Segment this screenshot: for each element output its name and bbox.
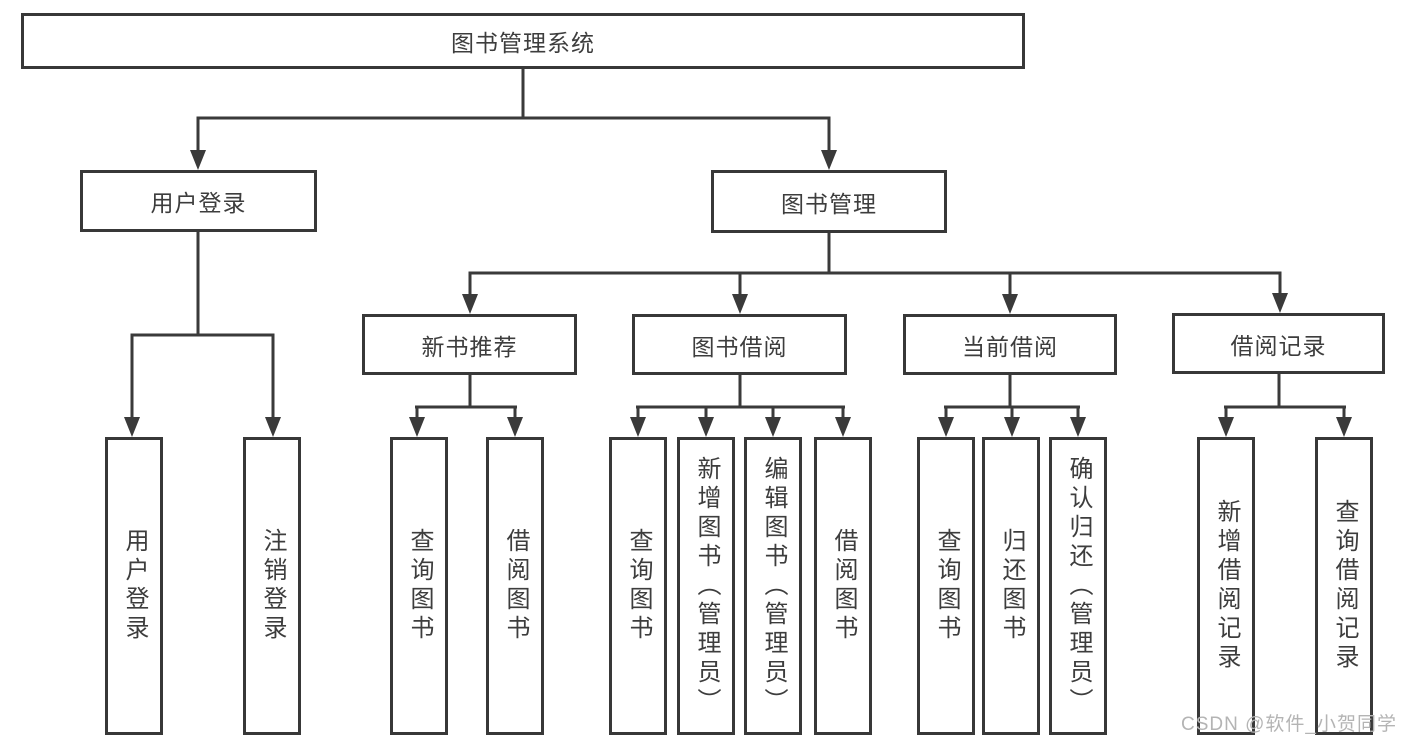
leaf-query-book-borrow: 查询图书 — [609, 437, 667, 735]
node-label: 新增借阅记录 — [1213, 499, 1240, 673]
node-current-borrow: 当前借阅 — [903, 314, 1117, 375]
edge-current-borrow-to-leaves — [938, 375, 1086, 437]
leaf-edit-book-admin: 编辑图书（管理员） — [744, 437, 802, 735]
node-label: 新书推荐 — [421, 333, 518, 360]
node-label: 新增图书（管理员） — [693, 455, 720, 717]
node-book-management: 图书管理 — [711, 170, 947, 233]
node-label: 查询图书 — [406, 528, 433, 644]
edge-root-to-level2 — [190, 69, 837, 170]
node-label: 借阅图书 — [830, 528, 857, 644]
edge-book-management-to-level3 — [462, 233, 1288, 314]
node-book-borrow: 图书借阅 — [632, 314, 847, 375]
node-label: 借阅记录 — [1230, 332, 1327, 359]
leaf-borrow-book: 借阅图书 — [814, 437, 872, 735]
node-label: 注销登录 — [259, 528, 286, 644]
node-root-system: 图书管理系统 — [21, 13, 1025, 69]
csdn-watermark: CSDN @软件_小贺同学 — [1181, 714, 1397, 735]
edge-borrow-record-to-leaves — [1218, 374, 1352, 437]
node-label: 用户登录 — [121, 528, 148, 644]
node-label: 查询借阅记录 — [1331, 499, 1358, 673]
leaf-borrow-book-recommend: 借阅图书 — [486, 437, 544, 735]
node-label: 借阅图书 — [502, 528, 529, 644]
leaf-confirm-return-admin: 确认归还（管理员） — [1049, 437, 1107, 735]
leaf-return-book: 归还图书 — [982, 437, 1040, 735]
node-label: 查询图书 — [625, 528, 652, 644]
node-label: 当前借阅 — [962, 333, 1058, 360]
leaf-add-book-admin: 新增图书（管理员） — [677, 437, 735, 735]
node-label: 编辑图书（管理员） — [760, 455, 787, 717]
leaf-logout: 注销登录 — [243, 437, 301, 735]
node-label: 查询图书 — [933, 528, 960, 644]
node-label: 图书管理 — [781, 190, 877, 217]
node-label: 确认归还（管理员） — [1065, 455, 1092, 717]
node-label: 用户登录 — [150, 190, 247, 216]
node-label: 图书管理系统 — [451, 30, 595, 56]
node-user-login: 用户登录 — [80, 170, 317, 232]
node-label: 归还图书 — [998, 528, 1025, 644]
leaf-add-borrow-record: 新增借阅记录 — [1197, 437, 1255, 735]
node-label: 图书借阅 — [691, 333, 788, 360]
node-new-book-recommend: 新书推荐 — [362, 314, 577, 375]
leaf-query-borrow-record: 查询借阅记录 — [1315, 437, 1373, 735]
node-borrow-record: 借阅记录 — [1172, 313, 1385, 374]
leaf-query-book-recommend: 查询图书 — [390, 437, 448, 735]
leaf-query-book-current: 查询图书 — [917, 437, 975, 735]
edge-user-login-to-leaves — [124, 232, 281, 437]
leaf-user-login: 用户登录 — [105, 437, 163, 735]
edge-book-borrow-to-leaves — [630, 375, 851, 437]
edge-new-book-to-leaves — [409, 375, 523, 437]
